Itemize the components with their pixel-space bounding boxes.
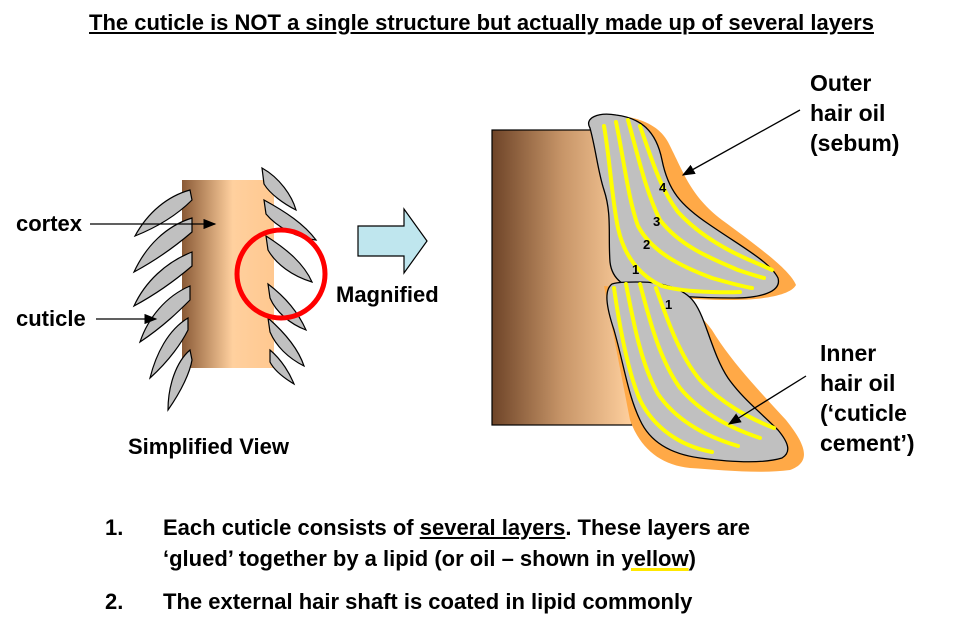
cortex-label: cortex: [16, 211, 83, 236]
cuticle-label: cuticle: [16, 306, 86, 331]
inner-oil-line-4: cement’): [820, 430, 915, 456]
yellow-emphasis: yellow: [621, 546, 689, 571]
list-text: Each cuticle consists of several layers.…: [163, 512, 805, 574]
outer-oil-line-1: Outer: [810, 70, 872, 96]
several-layers-emphasis: several layers: [419, 515, 566, 540]
inner-oil-line-1: Inner: [820, 340, 877, 366]
list-text-part: ): [688, 546, 696, 571]
magnified-view: 1 2 3 4 1: [491, 109, 807, 472]
upper-lipid-layers: [602, 118, 774, 295]
layer-number-4: 4: [659, 180, 667, 195]
magnified-label: Magnified: [336, 282, 439, 307]
outer-oil-line-2: hair oil: [810, 100, 886, 126]
lower-scale: [606, 281, 789, 463]
lower-lipid-layers: [612, 282, 776, 454]
magnify-arrow: [357, 207, 428, 275]
list-text: The external hair shaft is coated in lip…: [163, 589, 693, 614]
list-number: 1.: [105, 515, 124, 540]
simplified-view-label: Simplified View: [128, 434, 289, 459]
layer-number-1: 1: [632, 262, 639, 277]
list-text-part: . These layers are ‘glued’ together by a…: [163, 515, 751, 571]
simplified-cortex: [182, 180, 274, 368]
list-text-part: Each cuticle consists of: [163, 515, 420, 540]
outer-hair-oil-label: Outer hair oil (sebum): [810, 68, 899, 158]
outer-oil-pointer-arrow: [681, 109, 801, 176]
list-item: 1. Each cuticle consists of several laye…: [105, 512, 805, 574]
inner-hair-oil-label: Inner hair oil (‘cuticle cement’): [820, 338, 915, 458]
left-cuticle-scales: [132, 189, 193, 412]
layer-number-1-lower: 1: [665, 297, 672, 312]
page-title: The cuticle is NOT a single structure bu…: [89, 10, 874, 35]
layer-number-3: 3: [653, 214, 660, 229]
explanation-list: 1. Each cuticle consists of several laye…: [105, 512, 805, 629]
list-number: 2.: [105, 589, 124, 614]
upper-scale: [588, 113, 779, 299]
list-item: 2. The external hair shaft is coated in …: [105, 586, 805, 617]
inner-oil-line-2: hair oil: [820, 370, 896, 396]
inner-oil-pointer-arrow: [727, 375, 807, 425]
outer-oil-line-3: (sebum): [810, 130, 900, 156]
highlight-circle: [234, 227, 328, 321]
right-cuticle-scales: [261, 166, 318, 386]
simplified-hair-shaft: [132, 166, 328, 412]
layer-number-2: 2: [643, 237, 650, 252]
inner-oil-line-3: (‘cuticle: [820, 400, 907, 426]
